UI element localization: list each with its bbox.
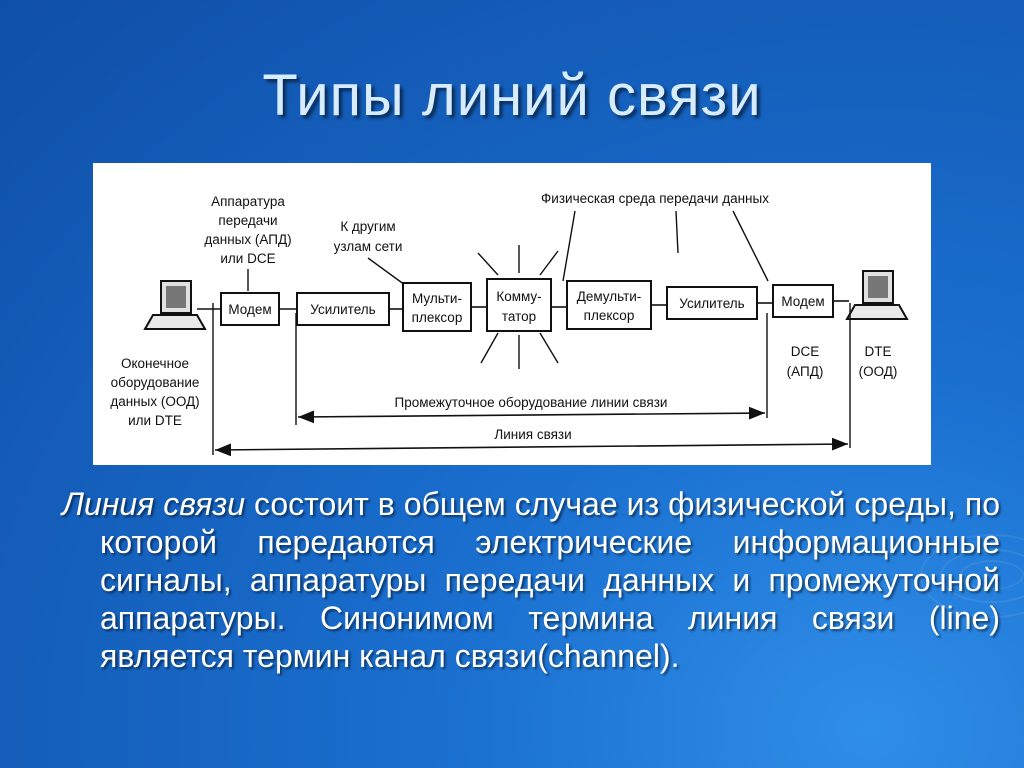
svg-text:Модем: Модем xyxy=(228,302,271,317)
svg-text:DTE: DTE xyxy=(865,344,892,359)
svg-text:К другим: К другим xyxy=(340,219,395,234)
boundary-lines xyxy=(212,303,851,455)
svg-text:Усилитель: Усилитель xyxy=(679,296,744,311)
line-label: Линия связи xyxy=(494,427,571,442)
svg-text:плексор: плексор xyxy=(584,308,635,323)
svg-text:Оконечное: Оконечное xyxy=(121,356,189,371)
svg-text:данных (ООД): данных (ООД) xyxy=(110,394,199,409)
svg-text:оборудование: оборудование xyxy=(111,375,200,390)
svg-text:DCE: DCE xyxy=(791,344,820,359)
definition-body: состоит в общем случае из физической сре… xyxy=(100,486,1001,674)
switch-rays xyxy=(477,245,559,369)
svg-text:Усилитель: Усилитель xyxy=(310,302,375,317)
diagram-svg: Аппаратура передачи данных (АПД) или DCE… xyxy=(110,191,909,457)
svg-text:передачи: передачи xyxy=(218,213,277,228)
dce-caption: DCE (АПД) xyxy=(787,344,824,379)
svg-text:или DTE: или DTE xyxy=(128,413,182,428)
physical-media-label: Физическая среда передачи данных xyxy=(541,191,769,206)
modem-left-box: Модем xyxy=(220,292,280,326)
svg-text:узлам сети: узлам сети xyxy=(334,239,403,254)
demultiplexer-box: Демульти- плексор xyxy=(566,280,652,330)
background-ripple xyxy=(960,560,1024,590)
svg-text:Аппаратура: Аппаратура xyxy=(211,194,285,209)
physical-media-leaders xyxy=(562,210,769,282)
intermediate-equipment-label: Промежуточное оборудование линии связи xyxy=(395,395,668,410)
definition-paragraph: Линия связи состоит в общем случае из фи… xyxy=(62,485,1000,675)
svg-text:плексор: плексор xyxy=(412,310,463,325)
svg-text:Мульти-: Мульти- xyxy=(412,291,462,306)
other-nodes-label: К другим узлам сети xyxy=(334,219,403,254)
background-ripple xyxy=(940,549,1024,603)
intermediate-equipment-arrow xyxy=(297,406,766,424)
line-span-arrow xyxy=(214,437,849,457)
svg-text:Комму-: Комму- xyxy=(496,289,541,304)
svg-text:или DCE: или DCE xyxy=(220,251,275,266)
svg-text:татор: татор xyxy=(502,309,536,324)
switch-box: Комму- татор xyxy=(486,278,552,332)
left-terminal-caption: Оконечное оборудование данных (ООД) или … xyxy=(110,356,199,428)
left-computer-icon xyxy=(143,280,207,330)
amplifier-left-box: Усилитель xyxy=(296,292,390,326)
svg-text:(АПД): (АПД) xyxy=(787,364,824,379)
svg-text:(ООД): (ООД) xyxy=(859,364,898,379)
other-nodes-leader xyxy=(367,257,406,286)
dte-caption: DTE (ООД) xyxy=(859,344,898,379)
communication-line-diagram: Аппаратура передачи данных (АПД) или DCE… xyxy=(93,163,931,465)
apd-label: Аппаратура передачи данных (АПД) или DCE xyxy=(204,194,291,266)
modem-right-box: Модем xyxy=(772,284,834,318)
defined-term: Линия связи xyxy=(62,486,246,522)
slide-title: Типы линий связи xyxy=(262,63,762,128)
svg-text:Модем: Модем xyxy=(781,294,824,309)
amplifier-right-box: Усилитель xyxy=(666,286,758,320)
svg-text:Демульти-: Демульти- xyxy=(577,289,642,304)
right-computer-icon xyxy=(845,270,909,320)
multiplexer-box: Мульти- плексор xyxy=(402,282,472,332)
svg-text:данных (АПД): данных (АПД) xyxy=(204,232,291,247)
signal-line xyxy=(197,300,849,310)
